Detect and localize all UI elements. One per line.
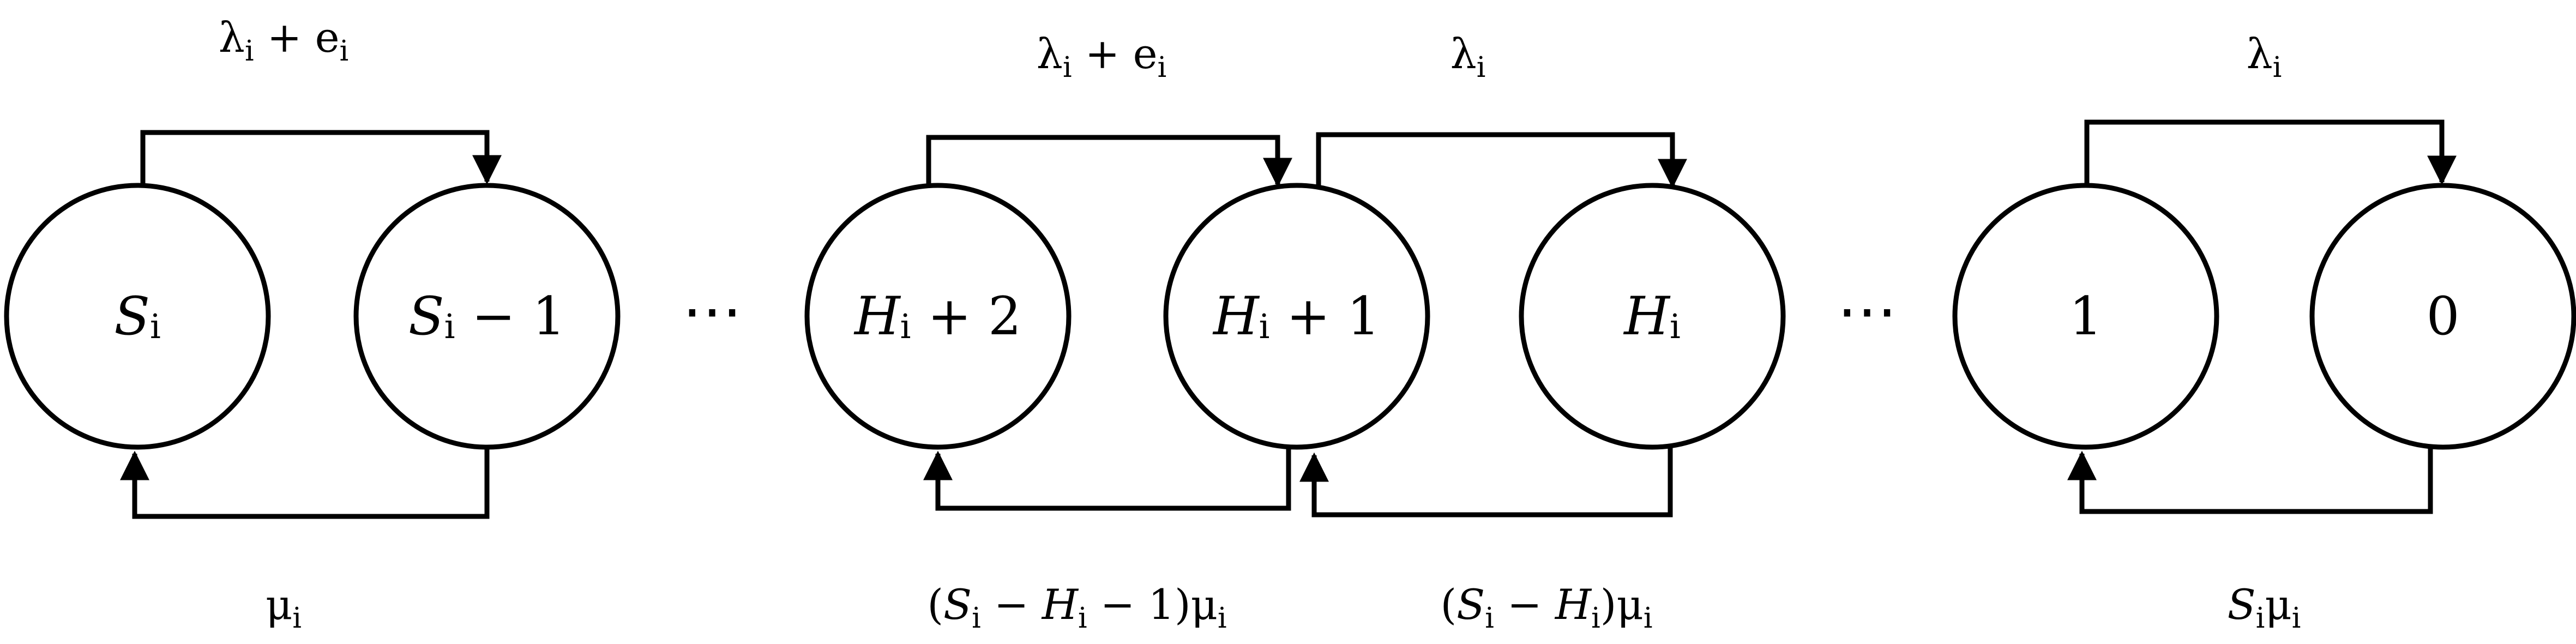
state-label: Si − 1 (408, 286, 565, 347)
transition-label-bottom: Siμi (2228, 580, 2301, 635)
top-arrow (926, 135, 1292, 188)
transition-label-bottom: (Si − Hi − 1)μi (927, 580, 1226, 635)
transition-label-top: λi + ei (219, 13, 348, 68)
top-arrow (1316, 132, 1687, 189)
bottom-arrow (1299, 446, 1673, 517)
state-label: Hi + 2 (853, 286, 1021, 347)
state-node-h-i-plus-2: Hi + 2 (804, 183, 1072, 450)
transition-label-bottom: μi (266, 580, 302, 635)
transition-label-top: λi (2247, 29, 2282, 84)
transition-label-top: λi (1450, 29, 1486, 84)
state-label: Hi (1623, 286, 1681, 347)
state-node-h-i-plus-1: Hi + 1 (1163, 183, 1430, 450)
transition-label-top: λi + ei (1037, 29, 1166, 84)
top-arrow (140, 130, 502, 186)
state-label: Si (114, 286, 161, 347)
ellipsis: ⋯ (682, 276, 742, 346)
state-node-h-i: Hi (1519, 183, 1786, 450)
top-arrow (2084, 119, 2457, 186)
state-label: 1 (2069, 286, 2102, 347)
state-node-s-i: Si (4, 183, 271, 450)
state-label: Hi + 1 (1212, 286, 1380, 347)
bottom-arrow (923, 446, 1291, 511)
bottom-arrow (2067, 446, 2433, 514)
state-node-s-i-minus-1: Si − 1 (353, 183, 621, 450)
state-node-1: 1 (1952, 183, 2219, 450)
state-label: 0 (2426, 286, 2459, 347)
state-node-0: 0 (2309, 183, 2576, 450)
ellipsis: ⋯ (1837, 276, 1897, 346)
transition-label-bottom: (Si − Hi)μi (1441, 580, 1653, 635)
bottom-arrow (120, 446, 490, 519)
